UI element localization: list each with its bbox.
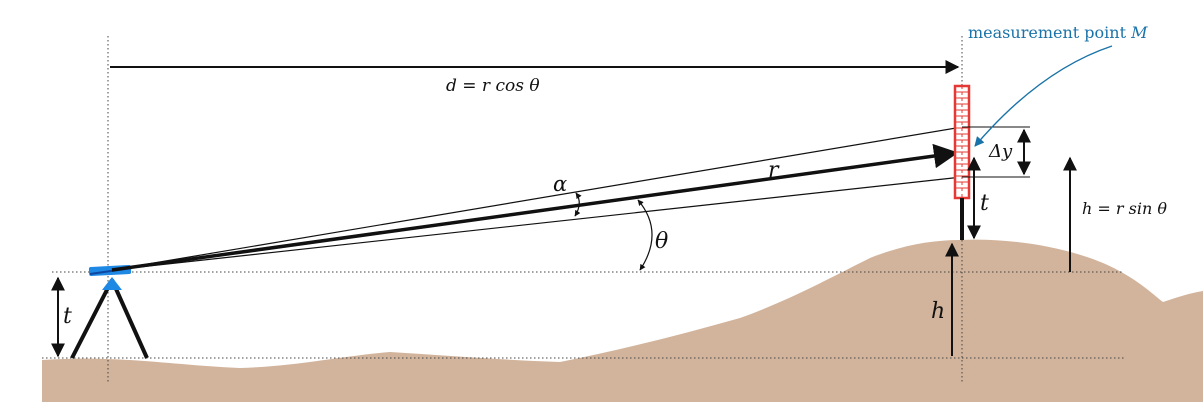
ground-terrain xyxy=(42,239,1203,402)
distance-formula-label: d = r cos θ xyxy=(446,76,540,96)
theta-arc xyxy=(637,199,653,271)
tripod-height-label: t xyxy=(63,304,72,329)
lower-sight-line xyxy=(111,176,963,271)
alpha-arc xyxy=(574,192,582,217)
range-label: r xyxy=(768,158,780,183)
tripod xyxy=(70,279,149,359)
measurement-point-label: measurement point M xyxy=(968,23,1148,42)
leveling-staff-icon xyxy=(953,84,971,240)
alpha-label: α xyxy=(553,172,567,196)
delta-y-label: Δy xyxy=(988,141,1013,162)
range-vector-r xyxy=(111,143,959,272)
staff-height-label: t xyxy=(980,191,989,216)
theta-label: θ xyxy=(655,229,668,254)
ground-height-label: h xyxy=(931,299,945,324)
elevation-formula-label: h = r sin θ xyxy=(1082,199,1167,218)
upper-sight-line xyxy=(111,126,963,271)
measurement-point-pointer xyxy=(974,45,1113,147)
